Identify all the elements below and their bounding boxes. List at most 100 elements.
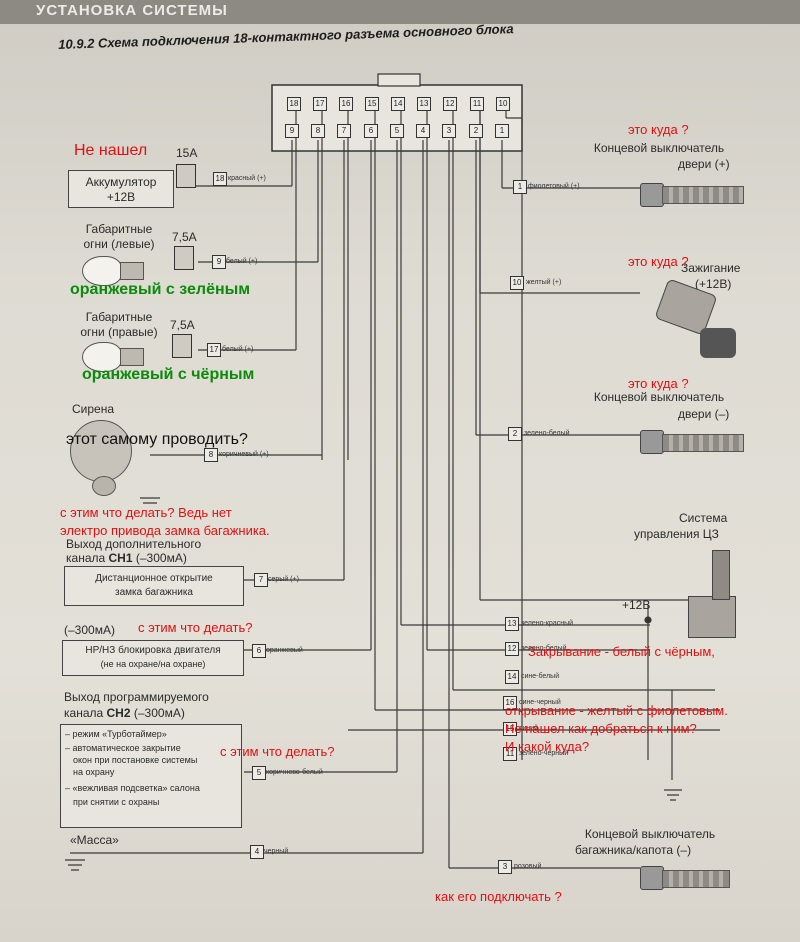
fuse-icon xyxy=(174,246,194,270)
parking-left-fuse-rating: 7,5А xyxy=(172,230,197,244)
ch1-box: Дистанционное открытие замка багажника xyxy=(64,566,244,606)
wire-color: зелено-черный xyxy=(519,750,569,757)
lock-rod-icon xyxy=(712,550,730,600)
wire-color: зелено-белый xyxy=(524,430,570,437)
parking-right-label: Габаритные xyxy=(85,310,153,324)
annotation-lock-wires: Закрывание - белый с чёрным, xyxy=(528,644,715,659)
wire-color: коричнево-белый xyxy=(266,769,323,776)
ch2-channel-word: канала xyxy=(64,706,104,720)
wire-color: зелено-красный xyxy=(521,620,574,627)
connector-pin: 6 xyxy=(364,124,378,138)
wire-pin-5: 5 xyxy=(252,766,266,780)
parking-left-sublabel: огни (левые) xyxy=(83,237,155,251)
parking-left-label: Габаритные xyxy=(85,222,153,236)
fuse-icon xyxy=(176,164,196,188)
ch1-box-line2: замка багажника xyxy=(115,587,193,598)
connector-pin: 8 xyxy=(311,124,325,138)
wire-pin-1: 1 xyxy=(513,180,527,194)
cz-label: Система xyxy=(679,511,728,525)
ch2-item: – «вежливая подсветка» салона xyxy=(65,783,200,793)
bulb-base-icon xyxy=(120,348,144,366)
annotation-orange-black: оранжевый с чёрным xyxy=(82,366,255,383)
wire-pin-6: 6 xyxy=(252,644,266,658)
connector-pin: 12 xyxy=(443,97,457,111)
connector-pin: 5 xyxy=(390,124,404,138)
annotation-which-where: И какой куда? xyxy=(505,739,590,754)
door-minus-label: Концевой выключатель xyxy=(593,390,725,404)
siren-icon xyxy=(70,420,132,482)
wire-pin-4: 4 xyxy=(250,845,264,859)
key-icon xyxy=(700,328,736,358)
annotation-not-found: Не нашел xyxy=(74,142,148,159)
wire-pin-10: 10 xyxy=(510,276,524,290)
ch1-channel: канала СН1 (–300мА) xyxy=(66,551,187,565)
nrnz-current: (–300мА) xyxy=(64,623,115,637)
bulb-icon xyxy=(82,256,122,286)
wire-pin-14: 14 xyxy=(505,670,519,684)
bulb-icon xyxy=(82,342,122,372)
wire-pin-16: 16 xyxy=(503,696,517,710)
ch1-channel-word: канала xyxy=(66,551,106,565)
ch2-channel-name: СН2 xyxy=(106,706,131,720)
connector-pin: 4 xyxy=(416,124,430,138)
annotation-not-found-2: Не нашел как добраться к ним? xyxy=(505,721,697,736)
ch1-current: (–300мА) xyxy=(135,551,187,565)
connector-pin: 9 xyxy=(285,124,299,138)
cz-sublabel: управления ЦЗ xyxy=(634,527,719,541)
ch2-item: на охрану xyxy=(73,767,115,777)
ch2-title: Выход программируемого xyxy=(64,690,209,704)
wire-color: фиолетовый (+) xyxy=(528,183,580,190)
wire-pin-12: 12 xyxy=(505,642,519,656)
wire-color: красный (+) xyxy=(228,175,266,182)
parking-right-sublabel: огни (правые) xyxy=(80,325,158,339)
wire-pin-9: 9 xyxy=(212,255,226,269)
ch2-box: – режим «Турботаймер» – автоматическое з… xyxy=(60,724,242,828)
annotation-nrnz-question: с этим что делать? xyxy=(138,620,253,635)
connector-pin: 7 xyxy=(337,124,351,138)
annotation-trunk-question: как его подключать ? xyxy=(435,889,562,904)
ch2-item: при снятии с охраны xyxy=(73,797,160,807)
connector-pin: 10 xyxy=(496,97,510,111)
annotation-siren-question: этот самому проводить? xyxy=(66,431,248,448)
ch1-channel-name: СН1 xyxy=(108,551,133,565)
wire-color: коричневый (+) xyxy=(219,451,269,458)
ch2-item: окон при постановке системы xyxy=(73,755,198,765)
wire-pin-15: 15 xyxy=(503,722,517,736)
wire-color: желтый (+) xyxy=(526,279,562,286)
connector-pin: 18 xyxy=(287,97,301,111)
connector-pin: 17 xyxy=(313,97,327,111)
door-switch-icon xyxy=(640,183,664,207)
annotation-where-1: это куда ? xyxy=(628,122,689,137)
annotation-where-3: это куда ? xyxy=(628,376,689,391)
wire-color: оранжевый xyxy=(266,647,303,654)
door-minus-sublabel: двери (–) xyxy=(678,407,730,421)
trunk-switch-body-icon xyxy=(662,870,730,888)
door-plus-label: Концевой выключатель xyxy=(593,141,725,155)
wire-color: белый (+) xyxy=(222,346,254,353)
wire-pin-2: 2 xyxy=(508,427,522,441)
siren-mount-icon xyxy=(92,476,116,496)
wire-pin-7: 7 xyxy=(254,573,268,587)
bulb-base-icon xyxy=(120,262,144,280)
ch2-current: (–300мА) xyxy=(133,706,185,720)
trunk-switch-sublabel: багажника/капота (–) xyxy=(575,843,692,857)
nrnz-box-line2: (не на охране/на охране) xyxy=(100,659,206,669)
door-switch-icon xyxy=(640,430,664,454)
lock-actuator-icon xyxy=(688,596,736,638)
battery-box: Аккумулятор +12В xyxy=(68,170,174,208)
connector-pin: 1 xyxy=(495,124,509,138)
battery-voltage: +12В xyxy=(106,190,136,204)
nrnz-box: НР/НЗ блокировка двигателя (не на охране… xyxy=(62,640,244,676)
wire-color: зелено-белый xyxy=(521,645,567,652)
annotation-unlock-wires: открывание - желтый с фиолетовым. xyxy=(505,703,728,718)
connector-pin: 13 xyxy=(417,97,431,111)
battery-label: Аккумулятор xyxy=(85,175,157,189)
ch2-item: – режим «Турботаймер» xyxy=(65,729,167,739)
wire-pin-13: 13 xyxy=(505,617,519,631)
door-switch-body-icon xyxy=(662,434,744,452)
siren-label: Сирена xyxy=(72,402,115,416)
door-plus-sublabel: двери (+) xyxy=(678,157,730,171)
wire-color: сине-черный xyxy=(519,699,561,706)
wire-pin-18: 18 xyxy=(213,172,227,186)
